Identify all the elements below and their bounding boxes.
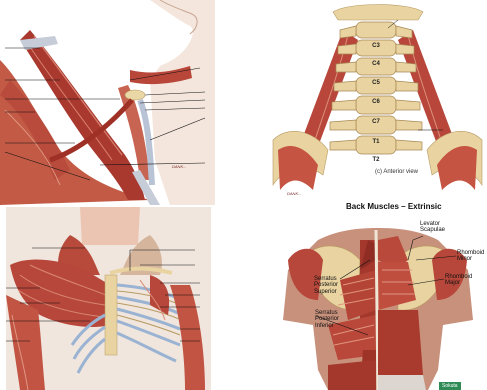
artist-signature: DANK... (172, 164, 186, 169)
chest-anterior-illustration (0, 205, 215, 390)
label-rhomboid-minor: Rhomboid Minor (457, 250, 484, 263)
vertebra-label-t2: T2 (368, 157, 384, 163)
figure-caption: (c) Anterior view (375, 169, 418, 175)
label-serratus-posterior-superior: Serratus Posterior Superior (314, 276, 338, 295)
vertebra-label-c4: C4 (368, 61, 384, 67)
vertebra-label-c3: C3 (368, 43, 384, 49)
artist-signature: DANK... (287, 191, 301, 196)
label-rhomboid-major: Rhomboid Major (445, 274, 472, 287)
vertebra-label-c6: C6 (368, 99, 384, 105)
cervical-anterior-panel: C3 C4 C5 C6 C7 T1 T2 (c) Anterior view D… (268, 0, 487, 200)
back-muscles-illustration (268, 200, 487, 390)
neck-lateral-panel: DANK... (0, 0, 215, 205)
chest-anterior-panel (0, 205, 215, 390)
vertebra-label-c7: C7 (368, 119, 384, 125)
label-levator-scapulae: Levator Scapulae (420, 221, 445, 234)
label-serratus-posterior-inferior: Serratus Posterior Inferior (315, 310, 339, 329)
vertebra-label-c5: C5 (368, 80, 384, 86)
publisher-badge: Sokuta (439, 382, 461, 390)
neck-lateral-illustration (0, 0, 215, 205)
back-extrinsic-panel: Back Muscles – Extrinsic Levator Scapula… (268, 200, 487, 390)
vertebra-label-t1: T1 (368, 139, 384, 145)
panel-title: Back Muscles – Extrinsic (346, 202, 442, 211)
